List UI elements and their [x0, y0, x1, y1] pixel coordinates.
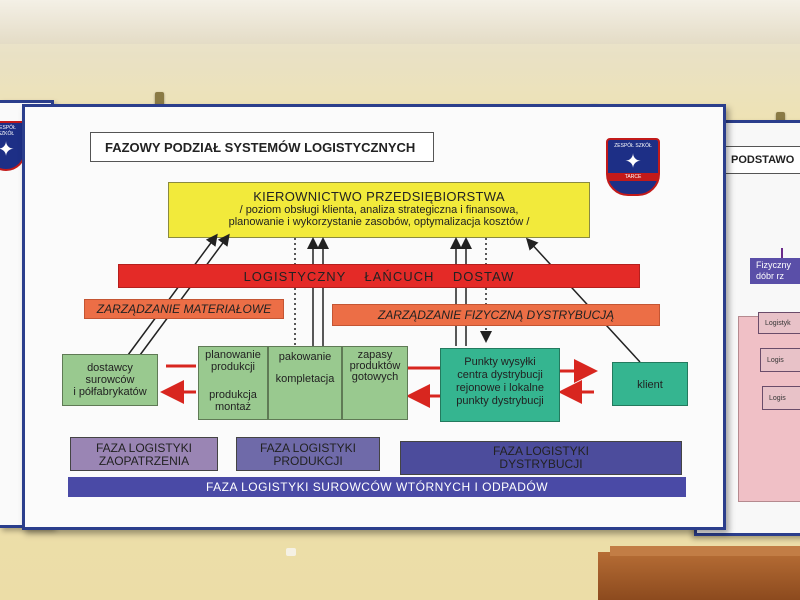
management-description: planowanie i wykorzystanie zasobów, opty… [228, 216, 530, 228]
physical-distribution-bar: ZARZĄDZANIE FIZYCZNĄ DYSTRYBUCJĄ [332, 304, 660, 326]
phase-text: DYSTRYBUCJI [499, 457, 583, 471]
right-board-item: Logis [760, 348, 800, 372]
right-board-item: Logistyk [758, 312, 800, 334]
management-box: KIEROWNICTWO PRZEDSIĘBIORSTWA / poziom o… [168, 182, 590, 238]
points-text: rejonowe i lokalne [455, 382, 545, 394]
packing-text: kompletacja [275, 373, 335, 385]
production-text: produkcja [209, 389, 257, 401]
points-text: Punkty wysyłki [464, 356, 536, 368]
phase-text: PRODUKCJI [273, 454, 343, 468]
phase-text: ZAOPATRZENIA [98, 454, 190, 468]
stock-text: zapasy [357, 349, 393, 361]
right-board-box-text: dóbr rz [756, 271, 785, 281]
supply-phase-box: FAZA LOGISTYKI ZAOPATRZENIA [70, 437, 218, 471]
suppliers-box: dostawcy surowców i półfabrykatów [62, 354, 158, 406]
suppliers-text: surowców [85, 374, 135, 386]
management-description: / poziom obsługi klienta, analiza strate… [239, 204, 519, 216]
production-box: planowanie produkcji produkcja montaż [198, 346, 268, 420]
phase-text: FAZA LOGISTYKI [95, 441, 193, 455]
mounting-pin [155, 92, 164, 106]
ceiling [0, 0, 800, 44]
points-text: centra dystrybucji [457, 369, 543, 381]
emblem-text: ZESPÓŁ SZKÓŁ [0, 125, 16, 137]
wall-socket [286, 548, 296, 556]
suppliers-text: i półfabrykatów [73, 386, 147, 398]
phase-text: FAZA LOGISTYKI [259, 441, 357, 455]
supply-chain-bar: LOGISTYCZNY ŁAŃCUCH DOSTAW [118, 264, 640, 288]
materials-management-bar: ZARZĄDZANIE MATERIAŁOWE [84, 299, 284, 319]
podium-edge [610, 546, 800, 556]
school-emblem: ZESPÓŁ SZKÓŁ ✦ TARCE [606, 138, 660, 196]
production-phase-box: FAZA LOGISTYKI PRODUKCJI [236, 437, 380, 471]
points-text: punkty dystrybucji [456, 395, 544, 407]
management-heading: KIEROWNICTWO PRZEDSIĘBIORSTWA [253, 189, 505, 204]
finished-stock-box: zapasy produktów gotowych [342, 346, 408, 420]
client-box: klient [612, 362, 688, 406]
right-board-box: Fizyczny dóbr rz [750, 258, 800, 284]
eagle-icon: ✦ [0, 139, 15, 161]
recycling-phase-bar: FAZA LOGISTYKI SUROWCÓW WTÓRNYCH I ODPAD… [68, 477, 686, 497]
emblem-text: ZESPÓŁ SZKÓŁ [614, 143, 652, 149]
emblem-band: TARCE [608, 173, 658, 181]
school-emblem-left: ZESPÓŁ SZKÓŁ ✦ [0, 121, 26, 171]
packing-box: pakowanie kompletacja [268, 346, 342, 420]
distribution-phase-box: FAZA LOGISTYKI DYSTRYBUCJI [400, 441, 682, 475]
production-text: produkcji [210, 361, 256, 373]
packing-text: pakowanie [278, 351, 332, 363]
stock-text: produktów [349, 360, 401, 372]
phase-text: FAZA LOGISTYKI [492, 444, 590, 458]
right-board-box-text: Fizyczny [756, 260, 792, 270]
suppliers-text: dostawcy [87, 362, 133, 374]
board-title: FAZOWY PODZIAŁ SYSTEMÓW LOGISTYCZNYCH [90, 132, 434, 162]
production-text: planowanie [205, 349, 261, 361]
distribution-points-box: Punkty wysyłki centra dystrybucji rejono… [440, 348, 560, 422]
production-text: montaż [214, 401, 252, 413]
right-board-title: PODSTAWO [722, 146, 800, 174]
eagle-icon: ✦ [624, 151, 642, 173]
right-board-item: Logis [762, 386, 800, 410]
stock-text: gotowych [351, 371, 399, 383]
wooden-podium [598, 552, 800, 600]
mounting-pin [776, 112, 785, 126]
